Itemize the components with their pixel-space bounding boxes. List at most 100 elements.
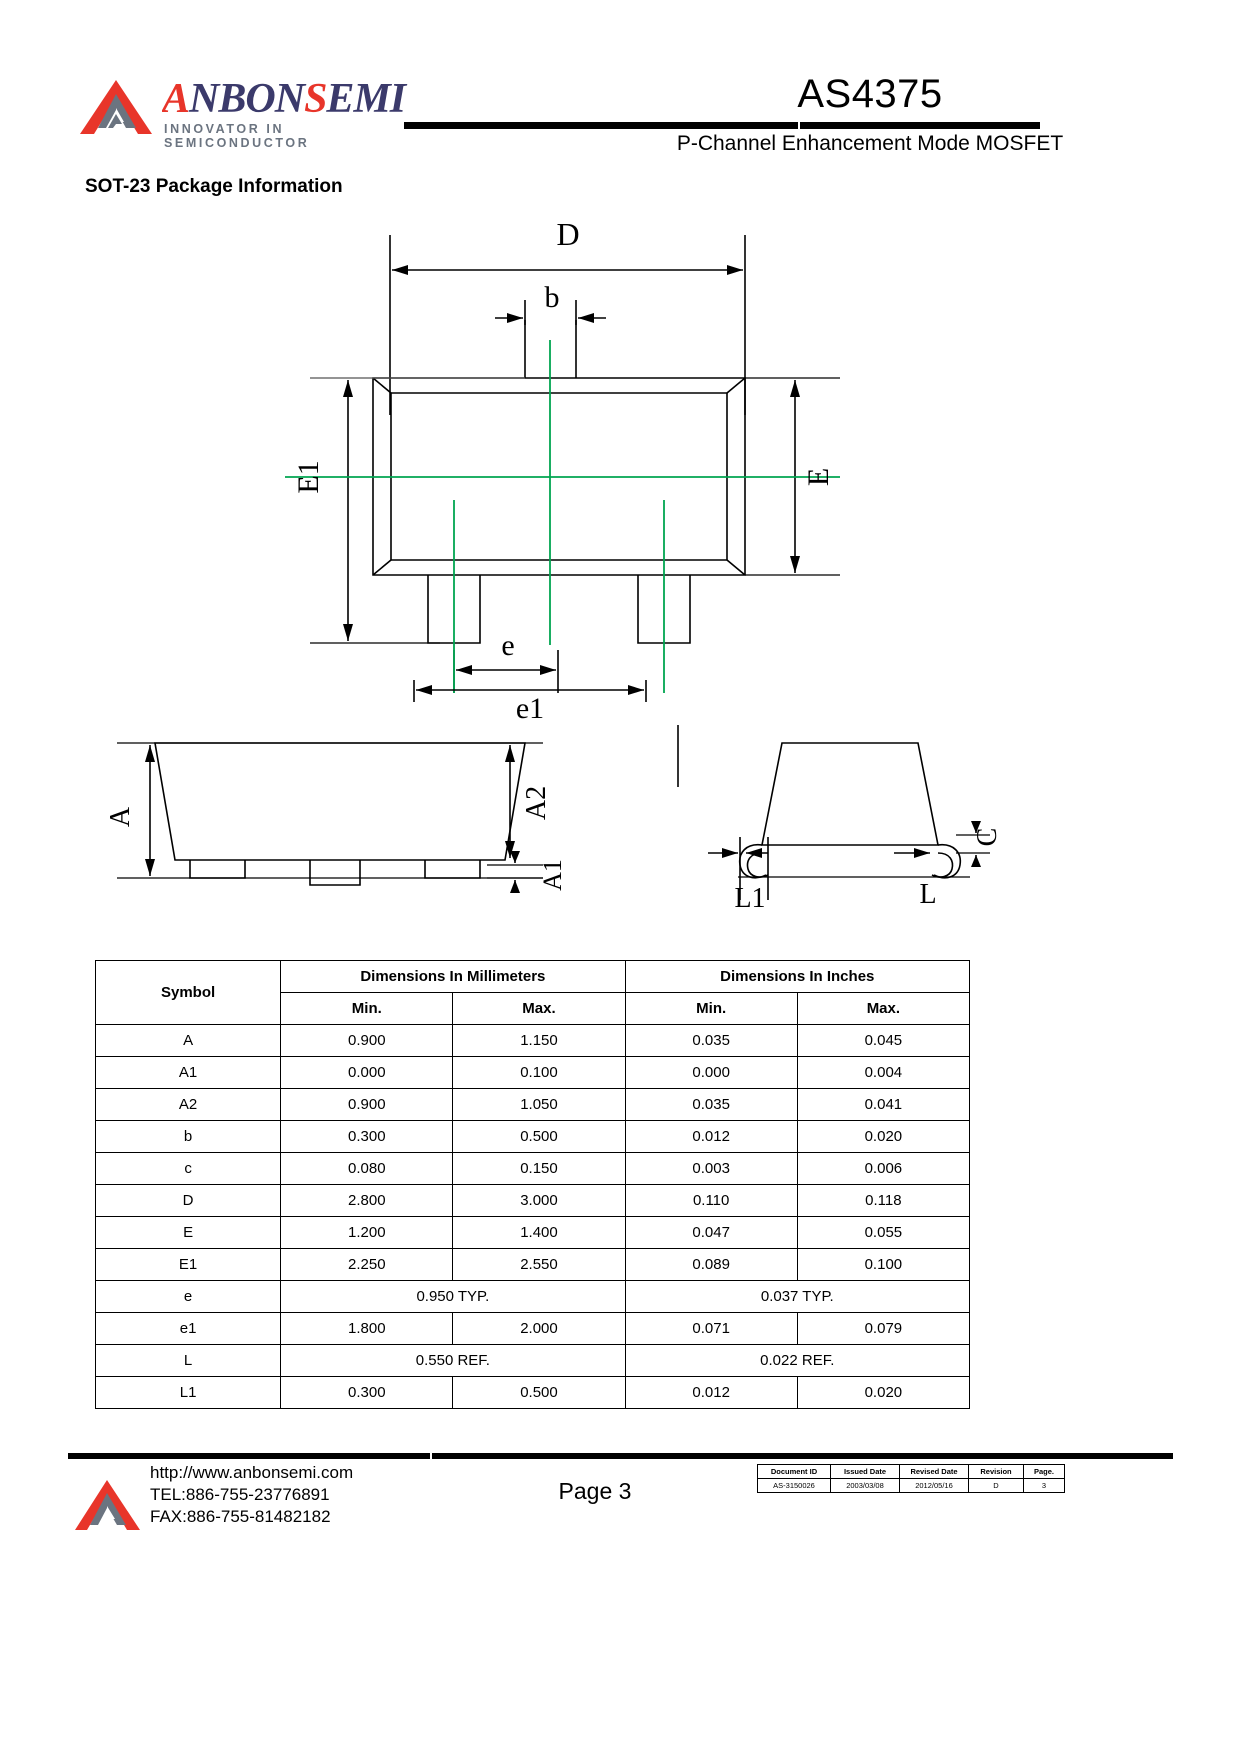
label-D: D xyxy=(556,216,579,252)
doc-header-revision: Revision xyxy=(968,1464,1024,1479)
doc-value-page: 3 xyxy=(1023,1478,1065,1493)
document-info-table: Document ID Issued Date Revised Date Rev… xyxy=(757,1464,1065,1493)
package-dimensions-table: Symbol Dimensions In Millimeters Dimensi… xyxy=(94,960,971,1409)
cell-in-span: 0.037 TYP. xyxy=(624,1280,971,1313)
footer-rule-gap xyxy=(430,1450,432,1462)
doc-header-row: Document ID Issued Date Revised Date Rev… xyxy=(757,1464,1065,1479)
label-e1: e1 xyxy=(516,692,544,720)
header-symbol: Symbol xyxy=(94,960,282,1025)
label-e: e xyxy=(501,629,514,662)
doc-value-row: AS-3150026 2003/03/08 2012/05/16 D 3 xyxy=(757,1478,1065,1493)
e1-dimension-group: e1 xyxy=(413,680,647,720)
header-mm-min: Min. xyxy=(280,992,454,1025)
cell-mm-min: 0.900 xyxy=(280,1088,454,1121)
cell-mm-min: 2.800 xyxy=(280,1184,454,1217)
cell-in-min: 0.089 xyxy=(624,1248,798,1281)
cell-mm-min: 1.800 xyxy=(280,1312,454,1345)
cell-in-min: 0.003 xyxy=(624,1152,798,1185)
company-logo: ANBONSEMI INNOVATOR IN SEMICONDUCTOR xyxy=(78,76,409,150)
cell-symbol: e xyxy=(94,1280,282,1313)
cell-mm-min: 0.900 xyxy=(280,1024,454,1057)
cell-in-max: 0.020 xyxy=(796,1376,971,1409)
logo-tagline: INNOVATOR IN SEMICONDUCTOR xyxy=(164,122,310,150)
label-A: A xyxy=(105,806,136,827)
cell-mm-min: 0.080 xyxy=(280,1152,454,1185)
cell-in-min: 0.012 xyxy=(624,1120,798,1153)
header-rule xyxy=(404,122,1040,129)
cell-in-min: 0.071 xyxy=(624,1312,798,1345)
cell-mm-max: 0.500 xyxy=(452,1120,626,1153)
cell-symbol: A2 xyxy=(94,1088,282,1121)
doc-header-issued-date: Issued Date xyxy=(830,1464,900,1479)
cell-mm-max: 1.050 xyxy=(452,1088,626,1121)
cell-in-max: 0.020 xyxy=(796,1120,971,1153)
cell-mm-max: 1.150 xyxy=(452,1024,626,1057)
cell-in-max: 0.004 xyxy=(796,1056,971,1089)
header-in-min: Min. xyxy=(624,992,798,1025)
svg-text:ANBONSEMI: ANBONSEMI xyxy=(162,76,408,122)
label-E: E xyxy=(802,468,835,486)
cell-in-min: 0.012 xyxy=(624,1376,798,1409)
cell-symbol: A xyxy=(94,1024,282,1057)
cell-mm-min: 1.200 xyxy=(280,1216,454,1249)
doc-value-document-id: AS-3150026 xyxy=(757,1478,831,1493)
footer-rule xyxy=(68,1453,1173,1459)
cell-in-max: 0.100 xyxy=(796,1248,971,1281)
header-mm-max: Max. xyxy=(452,992,626,1025)
cell-symbol: A1 xyxy=(94,1056,282,1089)
cell-symbol: c xyxy=(94,1152,282,1185)
cell-symbol: b xyxy=(94,1120,282,1153)
cell-in-min: 0.047 xyxy=(624,1216,798,1249)
part-subtitle: P-Channel Enhancement Mode MOSFET xyxy=(676,132,1064,155)
label-L: L xyxy=(919,879,936,910)
cell-in-max: 0.079 xyxy=(796,1312,971,1345)
cell-mm-max: 0.100 xyxy=(452,1056,626,1089)
cell-mm-min: 2.250 xyxy=(280,1248,454,1281)
section-title: SOT-23 Package Information xyxy=(85,176,343,197)
cell-in-max: 0.055 xyxy=(796,1216,971,1249)
doc-value-issued-date: 2003/03/08 xyxy=(830,1478,900,1493)
doc-header-document-id: Document ID xyxy=(757,1464,831,1479)
cell-symbol: e1 xyxy=(94,1312,282,1345)
label-A1: A1 xyxy=(538,859,567,891)
cell-in-min: 0.035 xyxy=(624,1088,798,1121)
footer-website[interactable]: http://www.anbonsemi.com xyxy=(150,1463,354,1482)
doc-value-revision: D xyxy=(968,1478,1024,1493)
header-rule-gap xyxy=(798,119,800,132)
cell-mm-min: 0.000 xyxy=(280,1056,454,1089)
cell-mm-max: 0.500 xyxy=(452,1376,626,1409)
cell-symbol: L xyxy=(94,1344,282,1377)
cell-in-max: 0.118 xyxy=(796,1184,971,1217)
label-E1: E1 xyxy=(292,460,325,493)
cell-mm-max: 1.400 xyxy=(452,1216,626,1249)
footer-logo-icon xyxy=(75,1480,140,1530)
doc-header-revised-date: Revised Date xyxy=(899,1464,969,1479)
doc-value-revised-date: 2012/05/16 xyxy=(899,1478,969,1493)
anbonsemi-logo-icon xyxy=(80,80,152,134)
cell-in-max: 0.041 xyxy=(796,1088,971,1121)
doc-header-page: Page. xyxy=(1023,1464,1065,1479)
cell-symbol: E xyxy=(94,1216,282,1249)
cell-mm-span: 0.550 REF. xyxy=(280,1344,626,1377)
table-head: Symbol Dimensions In Millimeters Dimensi… xyxy=(94,960,971,1025)
logo-wordmark: ANBONSEMI xyxy=(162,76,409,122)
cell-mm-max: 3.000 xyxy=(452,1184,626,1217)
label-C: C xyxy=(972,828,1000,847)
label-A2: A2 xyxy=(521,786,552,820)
header-group-mm: Dimensions In Millimeters xyxy=(280,960,626,993)
cell-mm-max: 2.000 xyxy=(452,1312,626,1345)
cell-in-min: 0.110 xyxy=(624,1184,798,1217)
page-number: Page 3 xyxy=(558,1478,632,1504)
cell-in-min: 0.000 xyxy=(624,1056,798,1089)
cell-mm-min: 0.300 xyxy=(280,1376,454,1409)
label-L1: L1 xyxy=(734,883,765,914)
